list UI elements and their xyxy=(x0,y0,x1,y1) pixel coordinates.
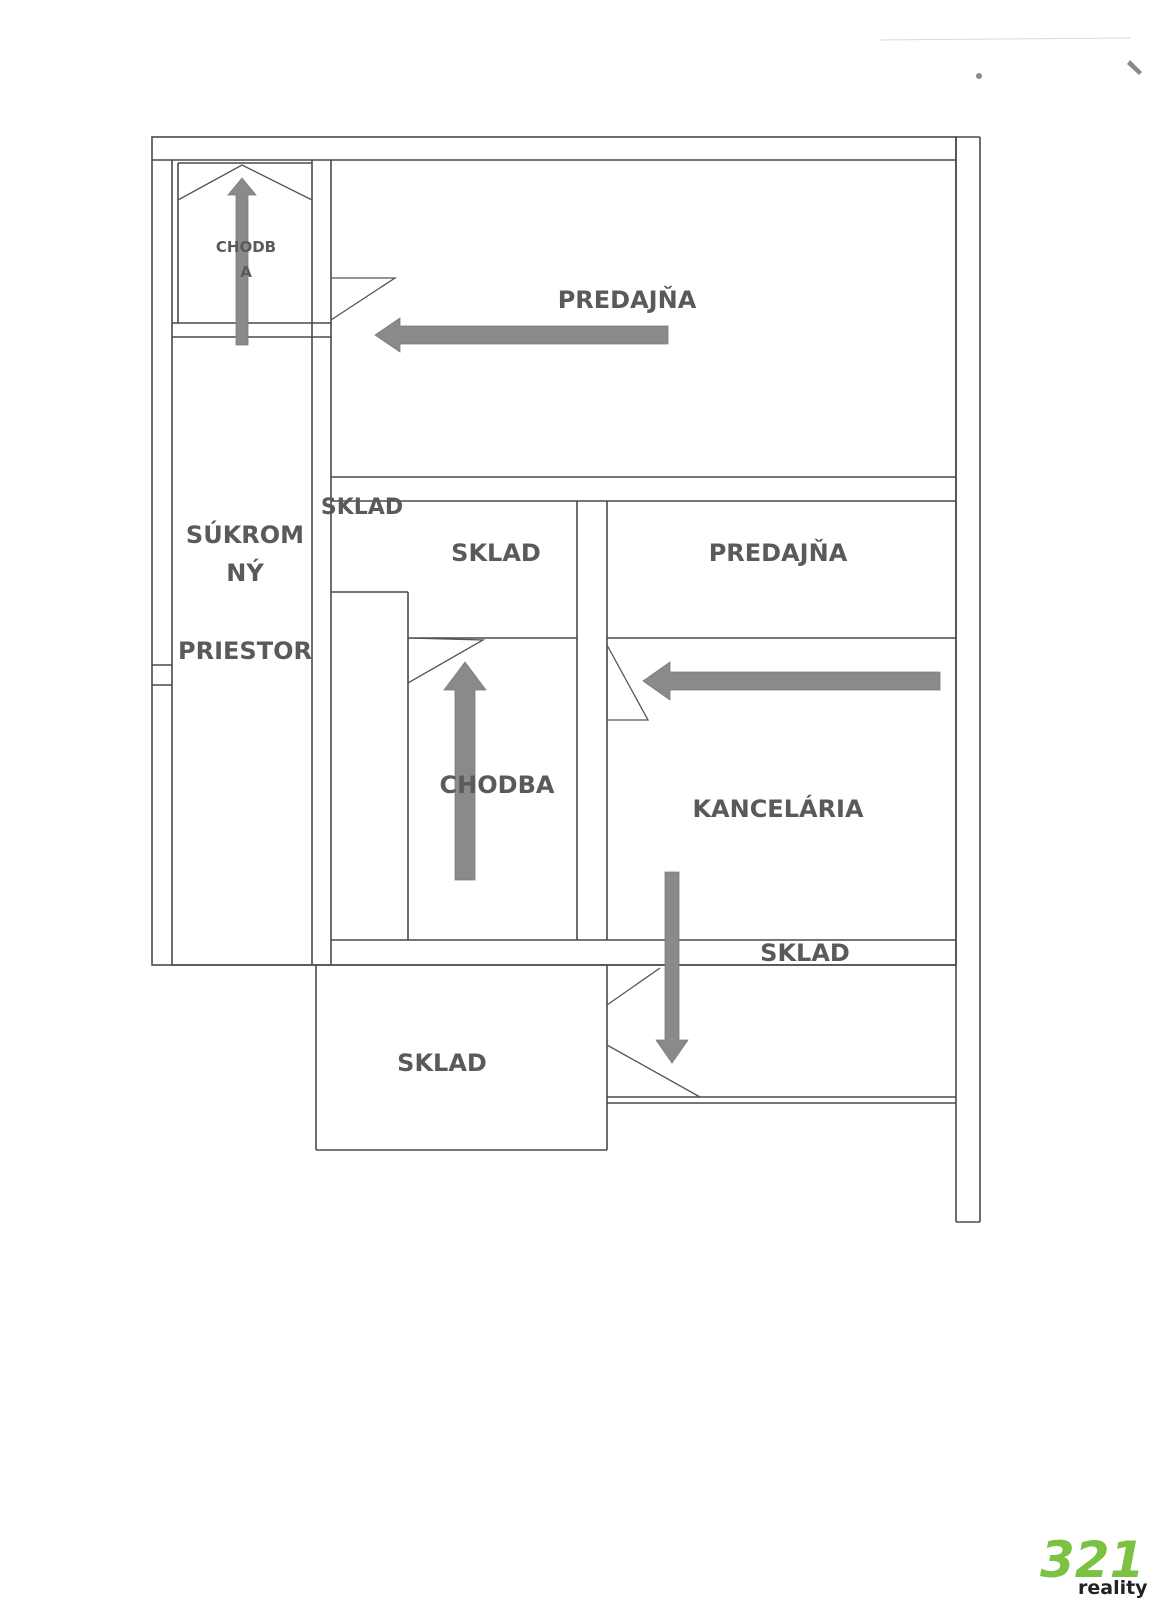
arrow-left-kancelaria xyxy=(642,661,941,701)
arrow-down-kancelaria xyxy=(655,871,689,1064)
arrow-up-chodba xyxy=(443,661,487,881)
door-sklad-right-2 xyxy=(606,1044,701,1098)
label-sukromny-3: PRIESTOR xyxy=(178,637,312,665)
door-sklad-right xyxy=(606,967,661,1006)
room-labels: CHODB A PREDAJŇA SÚKROM NÝ PRIESTOR SKLA… xyxy=(178,238,864,1077)
doors xyxy=(177,164,701,1098)
scan-speck xyxy=(976,73,982,79)
label-sklad-corner: SKLAD xyxy=(321,495,403,520)
door-kancelaria xyxy=(606,644,650,721)
label-predajna-top: PREDAJŇA xyxy=(558,285,697,314)
label-chodba-small-2: A xyxy=(240,263,252,281)
interior-walls xyxy=(172,160,956,1151)
logo-number: 321 xyxy=(1040,1531,1144,1589)
label-chodba-middle: CHODBA xyxy=(440,771,555,799)
logo-word: reality xyxy=(1078,1577,1148,1599)
label-sklad-bottom: SKLAD xyxy=(397,1049,487,1077)
label-sukromny-2: NÝ xyxy=(226,557,264,587)
label-predajna-right: PREDAJŇA xyxy=(709,538,848,567)
label-sukromny-1: SÚKROM xyxy=(186,519,304,549)
direction-arrows xyxy=(227,177,941,1064)
label-sklad-middle: SKLAD xyxy=(451,539,541,567)
label-kancelaria: KANCELÁRIA xyxy=(692,794,864,823)
door-chodba-middle xyxy=(407,637,486,685)
scan-speck-corner xyxy=(1127,60,1142,75)
brand-logo: 321 reality xyxy=(1040,1531,1148,1599)
label-sklad-bottom-right: SKLAD xyxy=(760,939,850,967)
door-small-corridor xyxy=(177,164,313,201)
arrow-left-predajna xyxy=(374,317,669,353)
scan-line-top xyxy=(879,37,1131,41)
label-chodba-small-1: CHODB xyxy=(216,238,276,256)
arrow-up-small-corridor xyxy=(227,177,257,346)
door-predajna-top xyxy=(330,277,398,321)
